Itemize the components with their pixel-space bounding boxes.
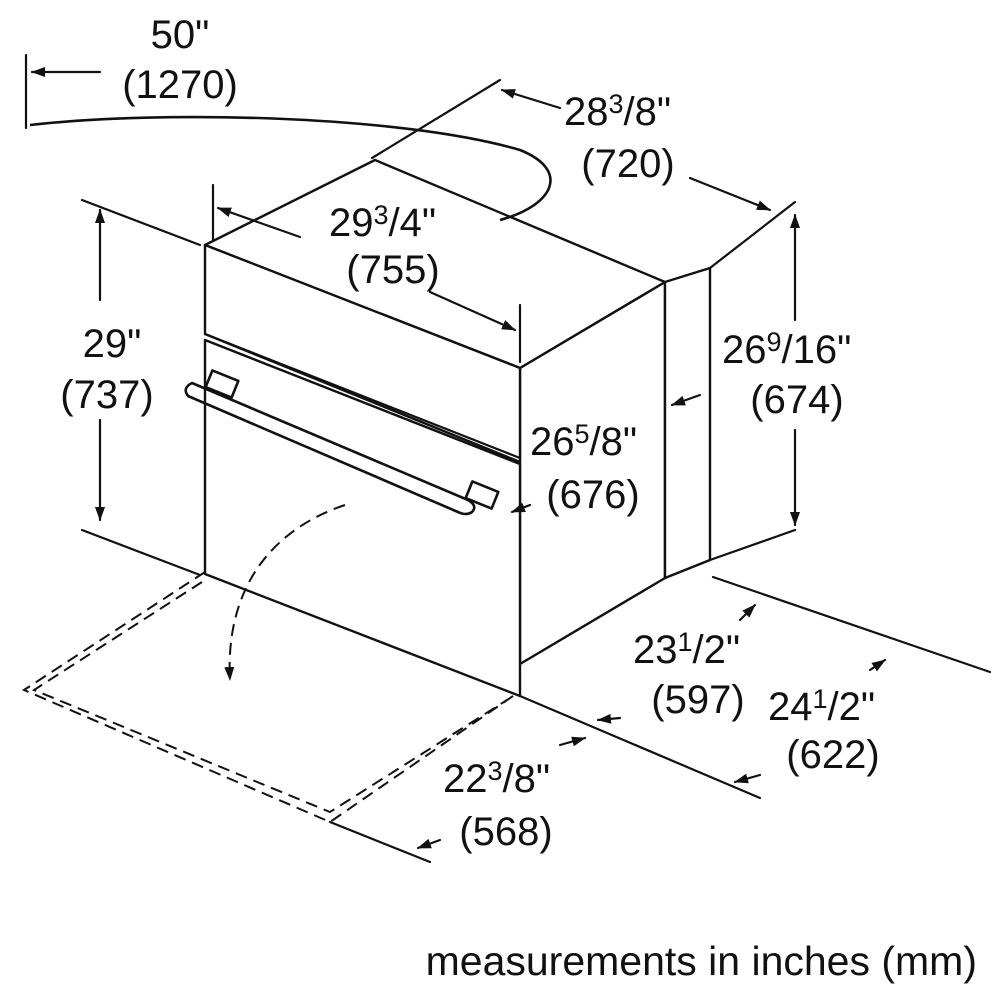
- door-open-whole: 22: [443, 757, 488, 801]
- power-cord: [29, 115, 552, 222]
- height-body-mm: (674): [750, 378, 843, 422]
- depth-overall-den: /8": [624, 90, 672, 134]
- height-body-den: /16": [782, 328, 852, 372]
- svg-text:231/2": 231/2": [633, 627, 740, 672]
- depth-body-mm: (597): [651, 678, 744, 722]
- door-open-den: /8": [503, 757, 551, 801]
- door-height-whole: 26: [530, 420, 575, 464]
- depth-overall-mm: (720): [581, 142, 674, 186]
- control-panel: [203, 243, 522, 464]
- door-open-num: 3: [488, 756, 503, 786]
- svg-text:241/2": 241/2": [768, 684, 875, 729]
- door-height-mm: (676): [546, 473, 639, 517]
- svg-text:223/8": 223/8": [443, 756, 550, 801]
- open-door-outline: [21, 571, 514, 824]
- height-inches: 29": [83, 322, 142, 366]
- label-width: 293/4" (755): [329, 200, 440, 292]
- label-cord: 50" (1270): [122, 13, 238, 107]
- depth-body-num: 1: [678, 627, 693, 657]
- svg-text:293/4": 293/4": [329, 200, 436, 245]
- door-swing-arrow: [224, 504, 346, 681]
- depth-overall-num: 3: [609, 89, 624, 119]
- cord-mm: (1270): [122, 63, 238, 107]
- door-height-den: /8": [590, 420, 638, 464]
- svg-text:269/16": 269/16": [722, 327, 851, 372]
- depth-total-mm: (622): [786, 733, 879, 777]
- label-height: 29" (737): [60, 322, 153, 417]
- label-door-height: 265/8" (676): [530, 419, 640, 517]
- depth-total-whole: 24: [768, 685, 813, 729]
- label-depth-overall: 283/8" (720): [564, 89, 675, 186]
- depth-body-whole: 23: [633, 628, 678, 672]
- label-height-body: 269/16" (674): [722, 327, 851, 422]
- width-den: /4": [389, 201, 437, 245]
- svg-text:265/8": 265/8": [530, 419, 637, 464]
- caption: measurements in inches (mm): [426, 938, 977, 984]
- width-whole: 29: [329, 201, 374, 245]
- height-body-num: 9: [767, 327, 782, 357]
- label-depth-body: 231/2" (597): [633, 627, 745, 722]
- oven-body: [203, 158, 712, 698]
- depth-total-num: 1: [813, 684, 828, 714]
- door-height-num: 5: [575, 419, 590, 449]
- svg-text:283/8": 283/8": [564, 89, 671, 134]
- cord-inches: 50": [151, 13, 210, 57]
- width-mm: (755): [346, 248, 439, 292]
- dimension-lines: [80, 78, 992, 864]
- depth-overall-whole: 28: [564, 90, 609, 134]
- door-open-mm: (568): [459, 810, 552, 854]
- width-num: 3: [374, 200, 389, 230]
- depth-total-den: /2": [828, 685, 876, 729]
- label-door-open: 223/8" (568): [443, 756, 553, 854]
- door-handle: [184, 369, 500, 516]
- label-depth-total: 241/2" (622): [768, 684, 880, 777]
- oven-back-frame: [663, 266, 712, 580]
- height-body-whole: 26: [722, 328, 767, 372]
- height-mm: (737): [60, 373, 153, 417]
- depth-body-den: /2": [693, 628, 741, 672]
